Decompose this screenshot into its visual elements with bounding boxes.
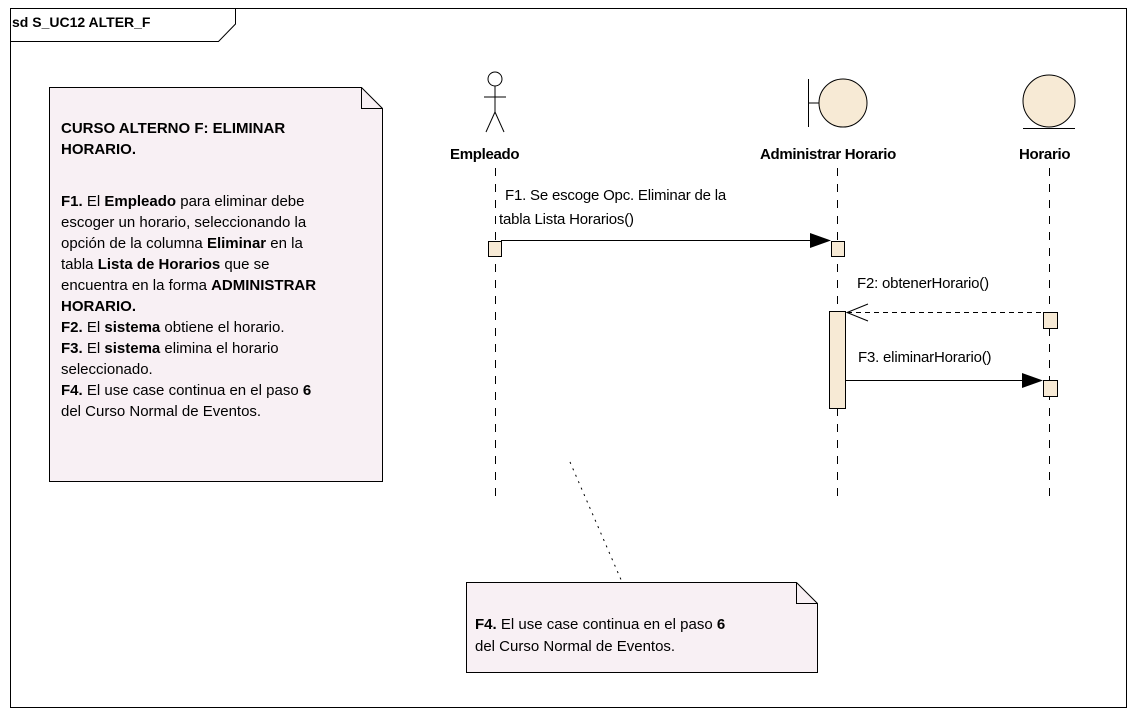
message-f3-label: F3. eliminarHorario() xyxy=(858,349,992,366)
main-note-shape xyxy=(49,87,383,482)
note-f1-line5: encuentra en la forma ADMINISTRAR xyxy=(61,277,317,294)
activation-admin-f2 xyxy=(829,311,846,409)
diagram-frame xyxy=(10,8,1127,708)
lifeline-label-horario: Horario xyxy=(1019,146,1071,163)
note-f2-line: F2. El sistema obtiene el horario. xyxy=(61,319,285,336)
frame-title-tab xyxy=(10,8,236,42)
message-f2-arrow xyxy=(845,303,1043,322)
main-note-fold xyxy=(361,87,383,109)
bottom-note-shape xyxy=(466,582,818,673)
message-f2-label: F2: obtenerHorario() xyxy=(857,275,989,292)
frame-title: sd S_UC12 ALTER_F xyxy=(12,14,151,30)
note-title-line2: HORARIO. xyxy=(61,141,136,158)
note-f1-line3: opción de la columna Eliminar en la xyxy=(61,235,303,252)
bottom-note-fold xyxy=(796,582,818,604)
note-f1-line2: escoger un horario, seleccionando la xyxy=(61,214,307,231)
note-f1-line1: F1. El Empleado para eliminar debe xyxy=(61,193,305,210)
activation-empleado xyxy=(488,241,502,257)
note-f4-line2: del Curso Normal de Eventos. xyxy=(61,403,262,420)
note-f1-line6: HORARIO. xyxy=(61,298,136,315)
actor-icon xyxy=(484,71,506,133)
note-title-line1: CURSO ALTERNO F: ELIMINAR xyxy=(61,120,286,137)
lifeline-label-empleado: Empleado xyxy=(450,146,520,163)
activation-horario-f2 xyxy=(1043,312,1058,329)
activation-horario-f3 xyxy=(1043,380,1058,397)
note-f4-line1: F4. El use case continua en el paso 6 xyxy=(61,382,312,399)
bottom-note-line2: del Curso Normal de Eventos. xyxy=(475,638,676,655)
lifeline-label-administrar-horario: Administrar Horario xyxy=(760,146,896,163)
message-f1-arrow xyxy=(501,233,831,248)
bottom-note-line1: F4. El use case continua en el paso 6 xyxy=(475,616,726,633)
note-f3-line1: F3. El sistema elimina el horario xyxy=(61,340,279,357)
activation-admin-f1 xyxy=(831,241,845,257)
message-f1-label-line2: tabla Lista Horarios() xyxy=(499,211,634,228)
message-f1-label-line1: F1. Se escoge Opc. Eliminar de la xyxy=(505,187,727,204)
entity-icon xyxy=(1022,74,1076,129)
message-f3-arrow xyxy=(846,373,1043,388)
note-connector xyxy=(569,461,623,583)
note-f3-line2: seleccionado. xyxy=(61,361,153,378)
boundary-icon xyxy=(808,78,868,128)
note-f1-line4: tabla Lista de Horarios que se xyxy=(61,256,270,273)
